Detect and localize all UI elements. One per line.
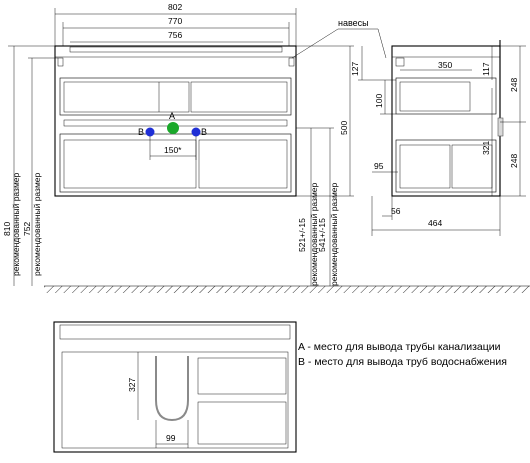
point-b-right-marker [191,127,201,137]
dim-321: 321 [481,141,491,155]
dim-127: 127 [350,62,360,76]
siphon-cutout [155,356,189,422]
dim-500: 500 [339,121,349,135]
dim-100: 100 [374,94,384,108]
point-a-marker [167,122,179,134]
dim-56: 56 [391,206,401,216]
front-view: 802 770 756 A B B [2,2,530,293]
label-a: A [169,111,175,121]
dim-541: 541+/-15 [317,218,327,252]
dim-350: 350 [438,60,452,70]
recommended-size-left-outer: рекомендованный размер [11,172,21,276]
recommended-size-right-2: рекомендованный размер [329,182,339,286]
plan-view: 327 99 [53,321,297,453]
lower-drawer [59,133,292,193]
label-b-right: B [201,127,207,137]
legend-line-a: A - место для вывода трубы канализации [298,341,501,353]
dim-810: 810 [2,222,12,236]
dim-99: 99 [166,433,176,443]
legend: A - место для вывода трубы канализации B… [298,341,507,368]
countertop-edge [69,46,283,53]
dim-327: 327 [127,378,137,392]
dim-521: 521+/-15 [297,218,307,252]
dim-770: 770 [168,16,182,26]
dim-117: 117 [481,62,491,76]
legend-line-b: B - место для вывода труб водоснабжения [298,356,507,368]
dim-95: 95 [374,161,384,171]
dim-248-top: 248 [509,78,519,92]
dim-752: 752 [22,222,32,236]
hinges-label: навесы [338,18,369,28]
recommended-size-right-1: рекомендованный размер [309,182,319,286]
recommended-size-left-inner: рекомендованный размер [32,172,42,276]
dim-802: 802 [168,2,182,12]
cabinet-plan [53,321,297,453]
label-b-left: B [138,127,144,137]
dim-248-bottom: 248 [509,154,519,168]
cabinet-front [54,45,297,197]
dim-756: 756 [168,30,182,40]
dim-150: 150* [164,145,182,155]
point-b-left-marker [145,127,155,137]
floor-hatch [44,286,530,293]
dim-464: 464 [428,218,442,228]
upper-drawer [59,77,292,116]
cabinet-side [391,45,501,197]
side-view: 350 127 100 117 321 248 248 95 56 [350,40,526,236]
